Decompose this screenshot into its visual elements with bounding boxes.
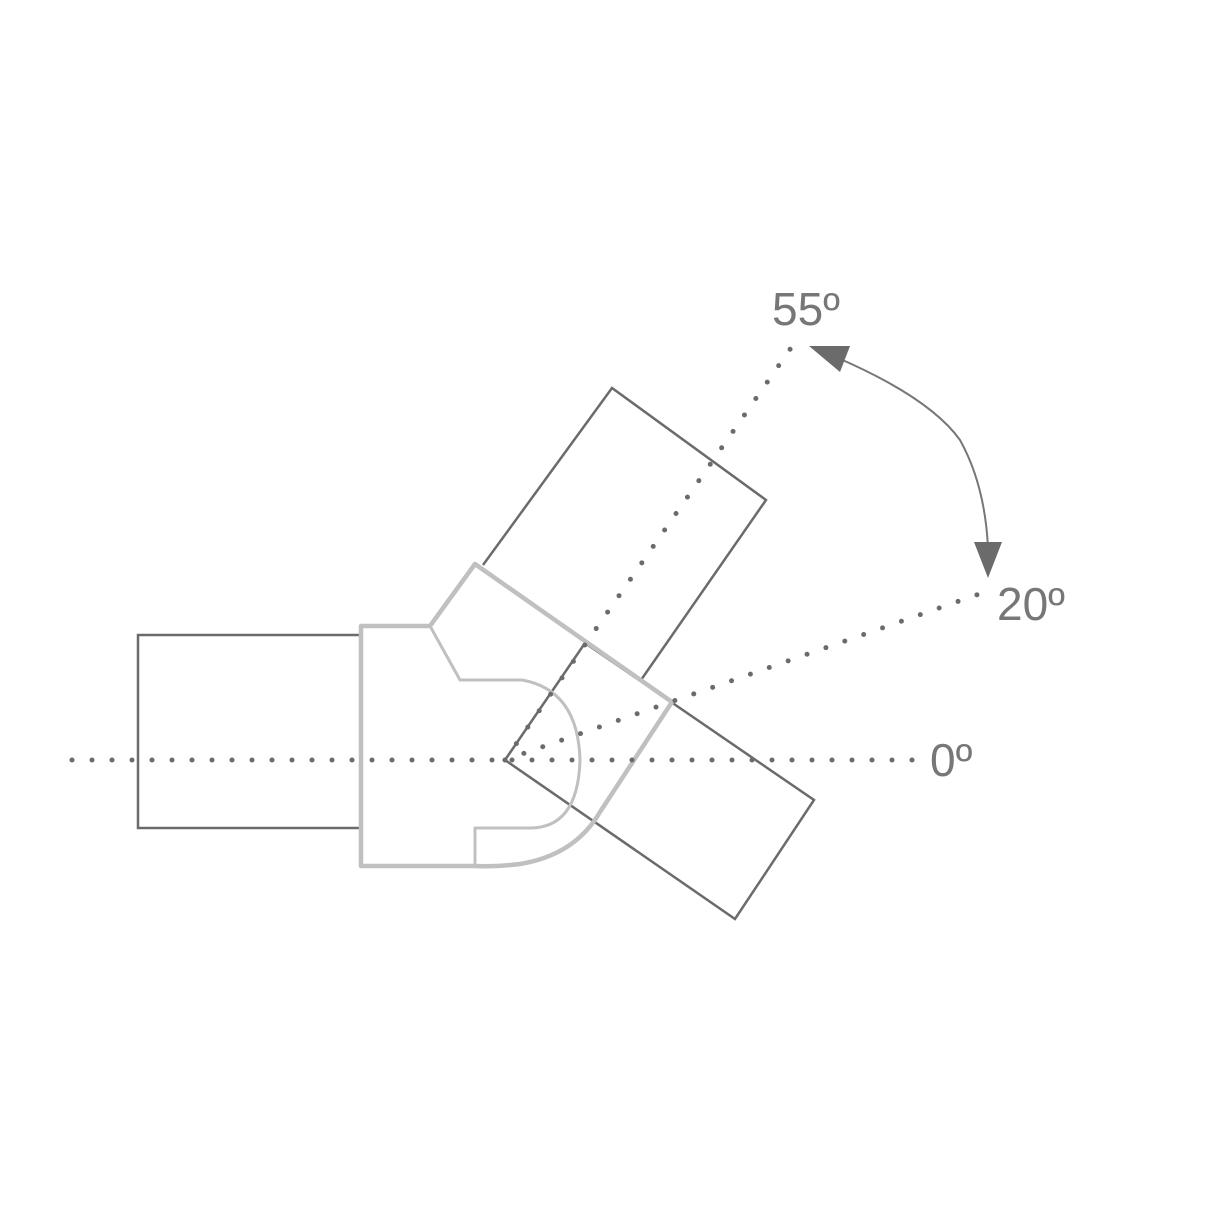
arrow-head-bottom-icon [974, 542, 1002, 578]
range-arrow [809, 346, 1002, 578]
label-0-deg: 0º [930, 734, 973, 786]
arrow-head-top-icon [809, 346, 850, 372]
left-tube [136, 633, 360, 830]
arrow-arc [837, 357, 989, 549]
label-55-deg: 55º [772, 283, 840, 335]
dotted-line-55-deg [502, 342, 796, 763]
connector-outer [358, 561, 675, 869]
lower-tube [503, 641, 816, 921]
connector-inner [428, 625, 582, 866]
upper-tube [481, 386, 768, 681]
label-20-deg: 20º [997, 578, 1065, 630]
